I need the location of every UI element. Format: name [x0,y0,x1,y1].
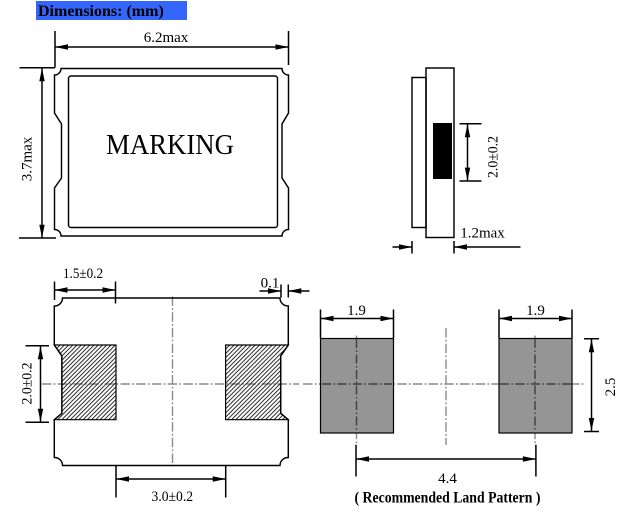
svg-text:Dimensions: (mm): Dimensions: (mm) [38,3,164,20]
svg-text:1.5±0.2: 1.5±0.2 [63,266,103,282]
svg-text:2.0±0.2: 2.0±0.2 [486,136,502,178]
svg-text:4.4: 4.4 [438,471,457,487]
svg-text:( Recommended Land Pattern ): ( Recommended Land Pattern ) [355,490,541,507]
svg-text:3.7max: 3.7max [20,136,36,181]
svg-text:1.9: 1.9 [347,303,366,319]
svg-text:2.0±0.2: 2.0±0.2 [20,363,36,405]
svg-text:2.5: 2.5 [603,378,619,397]
svg-text:3.0±0.2: 3.0±0.2 [152,489,194,505]
svg-text:0.1: 0.1 [261,276,280,292]
svg-text:1.2max: 1.2max [460,226,505,242]
svg-text:1.9: 1.9 [526,303,545,319]
svg-text:MARKING: MARKING [106,130,234,161]
svg-text:6.2max: 6.2max [144,30,189,46]
